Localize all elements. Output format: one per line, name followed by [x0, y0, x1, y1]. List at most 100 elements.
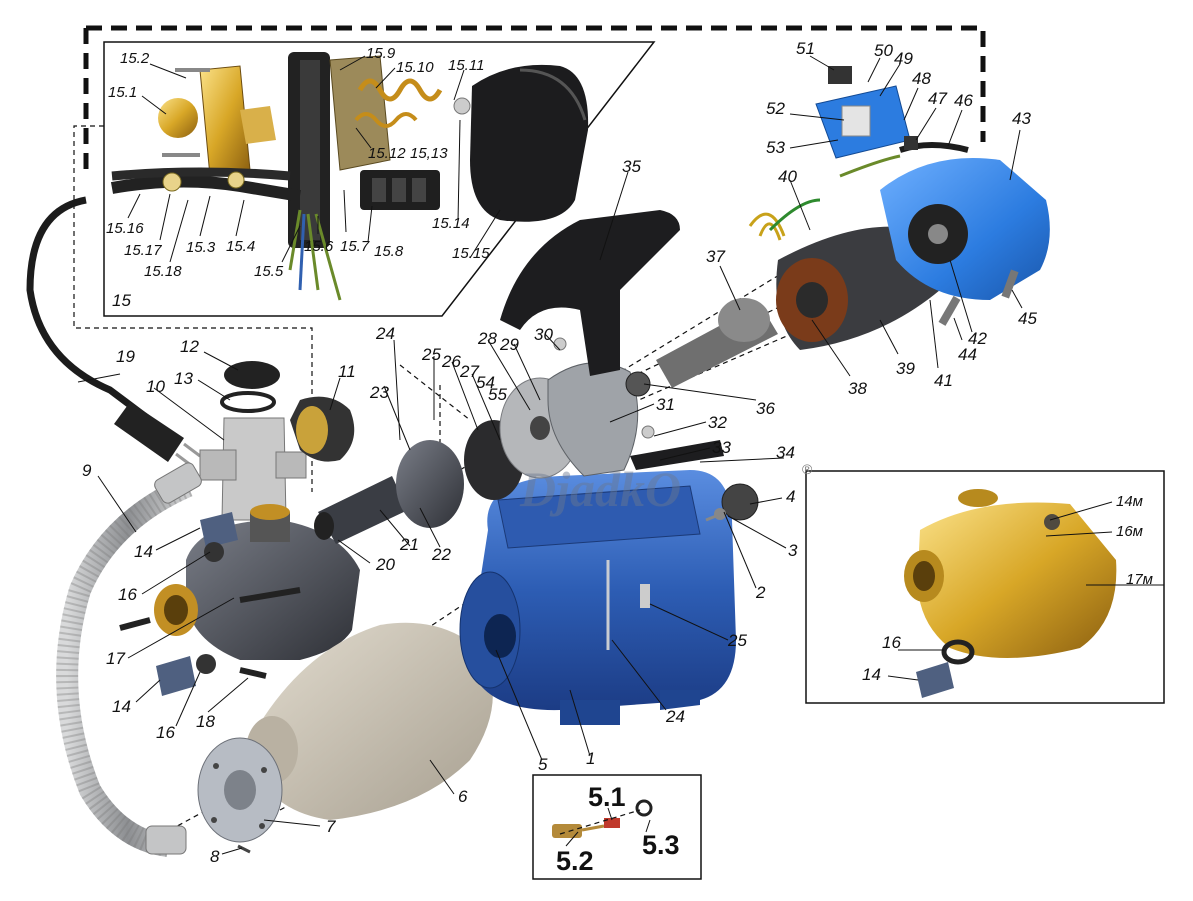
label-3: 3	[788, 541, 798, 560]
label-16m: 16м	[1116, 523, 1143, 540]
label-26: 26	[441, 352, 461, 371]
label-39: 39	[896, 359, 915, 378]
label-32: 32	[708, 413, 727, 432]
fitting-parts	[199, 361, 355, 521]
label-7: 7	[326, 817, 336, 836]
cap-12	[224, 361, 280, 389]
label-11: 11	[338, 362, 356, 381]
tank-1	[459, 470, 736, 725]
label-44: 44	[958, 345, 977, 364]
nut-32	[641, 425, 655, 439]
pump-mount-bracket	[497, 485, 701, 549]
label-15-5: 15.5	[254, 263, 284, 280]
label-15-6: 15.6	[304, 238, 334, 255]
label-24: 24	[375, 324, 395, 343]
drain-plugs-14-16-18	[156, 512, 267, 696]
label-38: 38	[848, 379, 867, 398]
label-25b: 25	[727, 631, 747, 650]
label-6: 6	[458, 787, 468, 806]
label-53: 53	[766, 138, 785, 157]
label-46: 46	[954, 91, 973, 110]
label-15-1: 15.1	[108, 84, 137, 101]
label-31: 31	[656, 395, 675, 414]
label-52: 52	[766, 99, 785, 118]
brass-body-inset-frame	[805, 470, 1165, 704]
label-34: 34	[776, 443, 795, 462]
diaphragm-housing	[158, 98, 198, 138]
label-36: 36	[756, 399, 775, 418]
label-15-4: 15.4	[226, 238, 255, 255]
gland-15-18	[227, 171, 245, 189]
relay-51	[828, 66, 852, 84]
label-5-1: 5.1	[588, 782, 626, 812]
diffuser-23	[396, 440, 464, 528]
label-15-10: 15.10	[396, 59, 434, 76]
callout-labels: 15.2 15.1 15.9 15.10 15.11 15.12 15,13 1…	[82, 39, 1153, 876]
label-35: 35	[622, 157, 641, 176]
watermark: DjadkO	[519, 461, 681, 517]
label-21: 21	[399, 535, 419, 554]
screws-15-2	[162, 68, 210, 157]
label-15: 15	[112, 291, 131, 310]
motor-parts	[656, 158, 1050, 388]
wires-50	[839, 154, 901, 178]
label-14b: 14	[112, 697, 131, 716]
label-8: 8	[210, 847, 220, 866]
label-2: 2	[755, 583, 766, 602]
label-15-14: 15.14	[432, 215, 470, 232]
terminal-box-parts	[815, 66, 969, 178]
label-41: 41	[934, 371, 953, 390]
bolt-45	[1001, 269, 1019, 299]
label-28: 28	[477, 329, 497, 348]
label-16: 16	[118, 585, 137, 604]
label-54: 54	[476, 373, 495, 392]
spring-seat	[240, 106, 276, 144]
label-23: 23	[369, 383, 389, 402]
label-29: 29	[499, 335, 519, 354]
label-25: 25	[421, 345, 441, 364]
label-47: 47	[928, 89, 947, 108]
label-45: 45	[1018, 309, 1037, 328]
label-33: 33	[712, 438, 731, 457]
label-27: 27	[459, 362, 479, 381]
handle-35	[500, 210, 680, 376]
hydraulic-parts	[314, 210, 724, 544]
label-5-3: 5.3	[642, 830, 680, 860]
membrane-6	[246, 622, 493, 820]
label-9: 9	[82, 461, 92, 480]
label-15-8: 15.8	[374, 243, 404, 260]
label-15-12: 15.12	[368, 145, 406, 162]
label-40: 40	[778, 167, 797, 186]
nut-15-11	[453, 97, 471, 115]
label-15-18: 15.18	[144, 263, 182, 280]
label-16b: 16	[156, 723, 175, 742]
label-15-11: 15.11	[448, 57, 484, 74]
label-42: 42	[968, 329, 987, 348]
bearing-36	[625, 371, 651, 397]
label-14: 14	[134, 542, 153, 561]
label-5: 5	[538, 755, 548, 774]
power-cord-19	[26, 196, 201, 468]
label-48: 48	[912, 69, 931, 88]
label-24b: 24	[665, 707, 685, 726]
valve-inset-frame	[532, 774, 702, 880]
label-22: 22	[431, 545, 451, 564]
valve-inset-parts	[552, 799, 653, 838]
ejector-20-21	[318, 476, 408, 544]
nut-30	[553, 337, 567, 351]
capacitor-52	[841, 105, 871, 137]
label-49: 49	[894, 49, 913, 68]
label-37: 37	[706, 247, 725, 266]
label-12: 12	[180, 337, 199, 356]
label-15-2: 15.2	[120, 50, 150, 67]
label-15-7: 15.7	[340, 238, 370, 255]
label-5-2: 5.2	[556, 846, 594, 876]
label-30: 30	[534, 325, 553, 344]
label-17: 17	[106, 649, 125, 668]
pump-body-17	[119, 504, 360, 660]
label-16-inset: 16	[882, 633, 901, 652]
cable-gland-cable	[110, 175, 301, 202]
brass-body-inset	[904, 489, 1117, 698]
pressure-switch-inset-border	[103, 41, 656, 317]
gland-47	[904, 136, 918, 150]
